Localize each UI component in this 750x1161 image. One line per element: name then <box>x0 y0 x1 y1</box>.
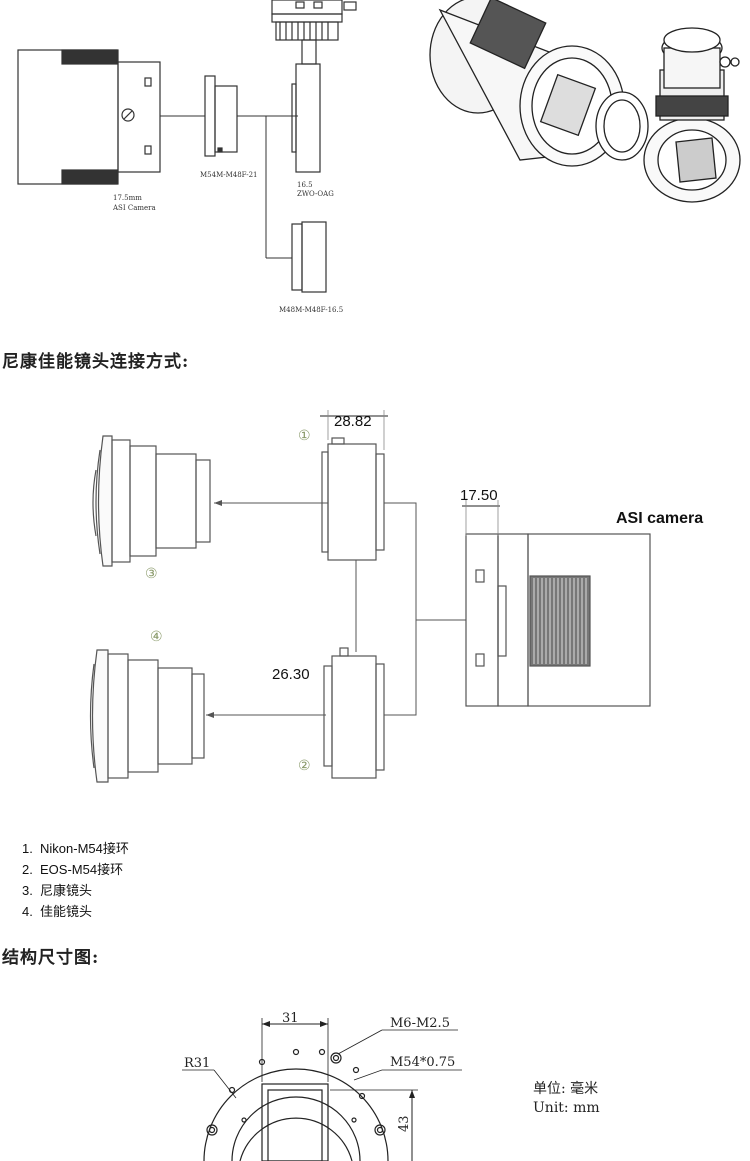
marker-2: ② <box>298 757 311 773</box>
asi-camera-label: ASI camera <box>616 510 703 527</box>
marker-4: ④ <box>150 628 163 644</box>
legend-item: 4. 佳能镜头 <box>22 901 129 922</box>
legend-item: 1. Nikon-M54接环 <box>22 838 129 859</box>
camera-label-line1: 17.5mm <box>113 194 142 202</box>
legend-text: 佳能镜头 <box>40 904 93 919</box>
legend-number: 1. <box>22 841 33 856</box>
canon-lens-drawing <box>89 649 205 783</box>
top-exploded-diagram: M54M-M48F-21 17.5mm ASI Camera 16.5 ZWO-… <box>17 0 741 314</box>
dimension-drawing: 31 M6-M2.5 R31 M54*0.75 43 单位: 毫米 Unit: … <box>182 1011 600 1161</box>
dim-eos-adapter: 26.30 <box>272 666 310 683</box>
unit-en: Unit: mm <box>533 1100 600 1116</box>
marker-1: ① <box>298 427 311 443</box>
nikon-canon-diagram: 28.82 ① 17.50 ASI camera 26.30 ② <box>89 410 703 783</box>
dim-thread: M54*0.75 <box>390 1055 455 1070</box>
camera-front-face <box>203 1048 389 1161</box>
oag-label-line2: ZWO-OAG <box>297 190 334 198</box>
dim-width: 31 <box>282 1011 299 1026</box>
legend-number: 3. <box>22 883 33 898</box>
camera-body-drawing <box>17 49 161 185</box>
legend-text: 尼康镜头 <box>40 883 93 898</box>
legend-text: Nikon-M54接环 <box>40 841 129 856</box>
nikon-adapter-drawing <box>321 437 385 561</box>
dim-radius: R31 <box>184 1056 210 1071</box>
dim-camera: 17.50 <box>460 487 498 504</box>
legend-number: 4. <box>22 904 33 919</box>
unit-cn: 单位: 毫米 <box>533 1080 598 1097</box>
spacer-label: M48M-M48F-16.5 <box>279 306 343 314</box>
legend-number: 2. <box>22 862 33 877</box>
nikon-canon-heading: 尼康佳能镜头连接方式: <box>2 352 190 372</box>
oag-label-line1: 16.5 <box>297 181 313 189</box>
dimensions-heading: 结构尺寸图: <box>2 948 100 968</box>
oag-drawing <box>271 0 357 173</box>
camera-label-line2: ASI Camera <box>112 204 156 212</box>
adapter-drawing <box>204 75 238 157</box>
legend-item: 2. EOS-M54接环 <box>22 859 129 880</box>
adapter-label: M54M-M48F-21 <box>200 171 258 179</box>
legend-text: EOS-M54接环 <box>40 862 124 877</box>
marker-3: ③ <box>145 565 158 581</box>
3d-render-illustration <box>429 0 741 203</box>
camera-heatsink-fins <box>533 578 587 664</box>
nikon-lens-drawing <box>92 435 211 567</box>
dim-nikon-adapter: 28.82 <box>334 413 372 430</box>
legend-item: 3. 尼康镜头 <box>22 880 129 901</box>
dim-screw: M6-M2.5 <box>390 1016 450 1031</box>
legend-list: 1. Nikon-M54接环 2. EOS-M54接环 3. 尼康镜头 4. 佳能镜头 <box>22 838 129 922</box>
asi-camera-drawing <box>465 533 651 707</box>
dim-height: 43 <box>397 1115 412 1132</box>
spacer-drawing <box>291 221 327 293</box>
eos-adapter-drawing <box>323 647 385 779</box>
